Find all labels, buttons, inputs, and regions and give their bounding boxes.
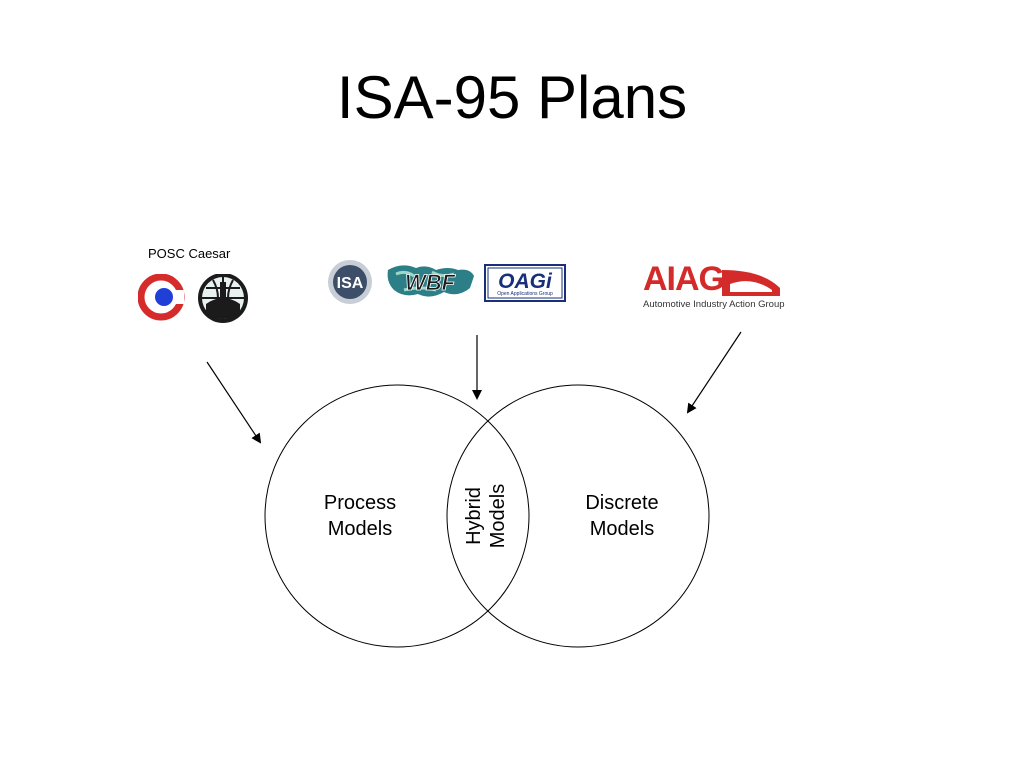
- aiag-subtitle: Automotive Industry Action Group: [643, 299, 785, 310]
- posc-caesar-label: POSC Caesar: [148, 246, 231, 261]
- discrete-models-line2: Models: [589, 518, 655, 540]
- wbf-logo-text: WBF: [405, 270, 456, 295]
- hybrid-models-line2: Models: [487, 483, 509, 549]
- slide-title: ISA-95 Plans: [336, 64, 688, 131]
- aiag-swoosh-icon: [722, 270, 780, 296]
- process-models-circle: [264, 384, 530, 648]
- hybrid-models-line1: Hybrid: [463, 487, 485, 545]
- arrow-aiag-to-discrete: [686, 331, 742, 414]
- discrete-models-line1: Discrete: [585, 492, 659, 514]
- discrete-models-circle: [446, 384, 710, 648]
- oagi-logo-subtext: Open Applications Group: [497, 291, 553, 297]
- aiag-logo-text: AIAG: [643, 260, 725, 298]
- process-models-line2: Models: [327, 518, 393, 540]
- posc-caesar-logos: [138, 274, 248, 323]
- oagi-logo-text: OAGi: [498, 270, 553, 293]
- posc-caesar-c-icon: [138, 274, 185, 321]
- arrow-posc-to-process: [206, 361, 262, 444]
- isa-logo: ISA: [328, 260, 372, 304]
- process-models-line1: Process: [323, 492, 397, 514]
- posc-globe-icon: [198, 274, 248, 323]
- discrete-models-label: Discrete Models: [562, 490, 682, 542]
- isa-logo-text: ISA: [337, 275, 364, 292]
- hybrid-models-label: Hybrid Models: [462, 484, 510, 548]
- wbf-logo: WBF: [387, 265, 474, 297]
- oagi-logo: OAGi Open Applications Group: [484, 264, 566, 302]
- process-models-label: Process Models: [300, 490, 420, 542]
